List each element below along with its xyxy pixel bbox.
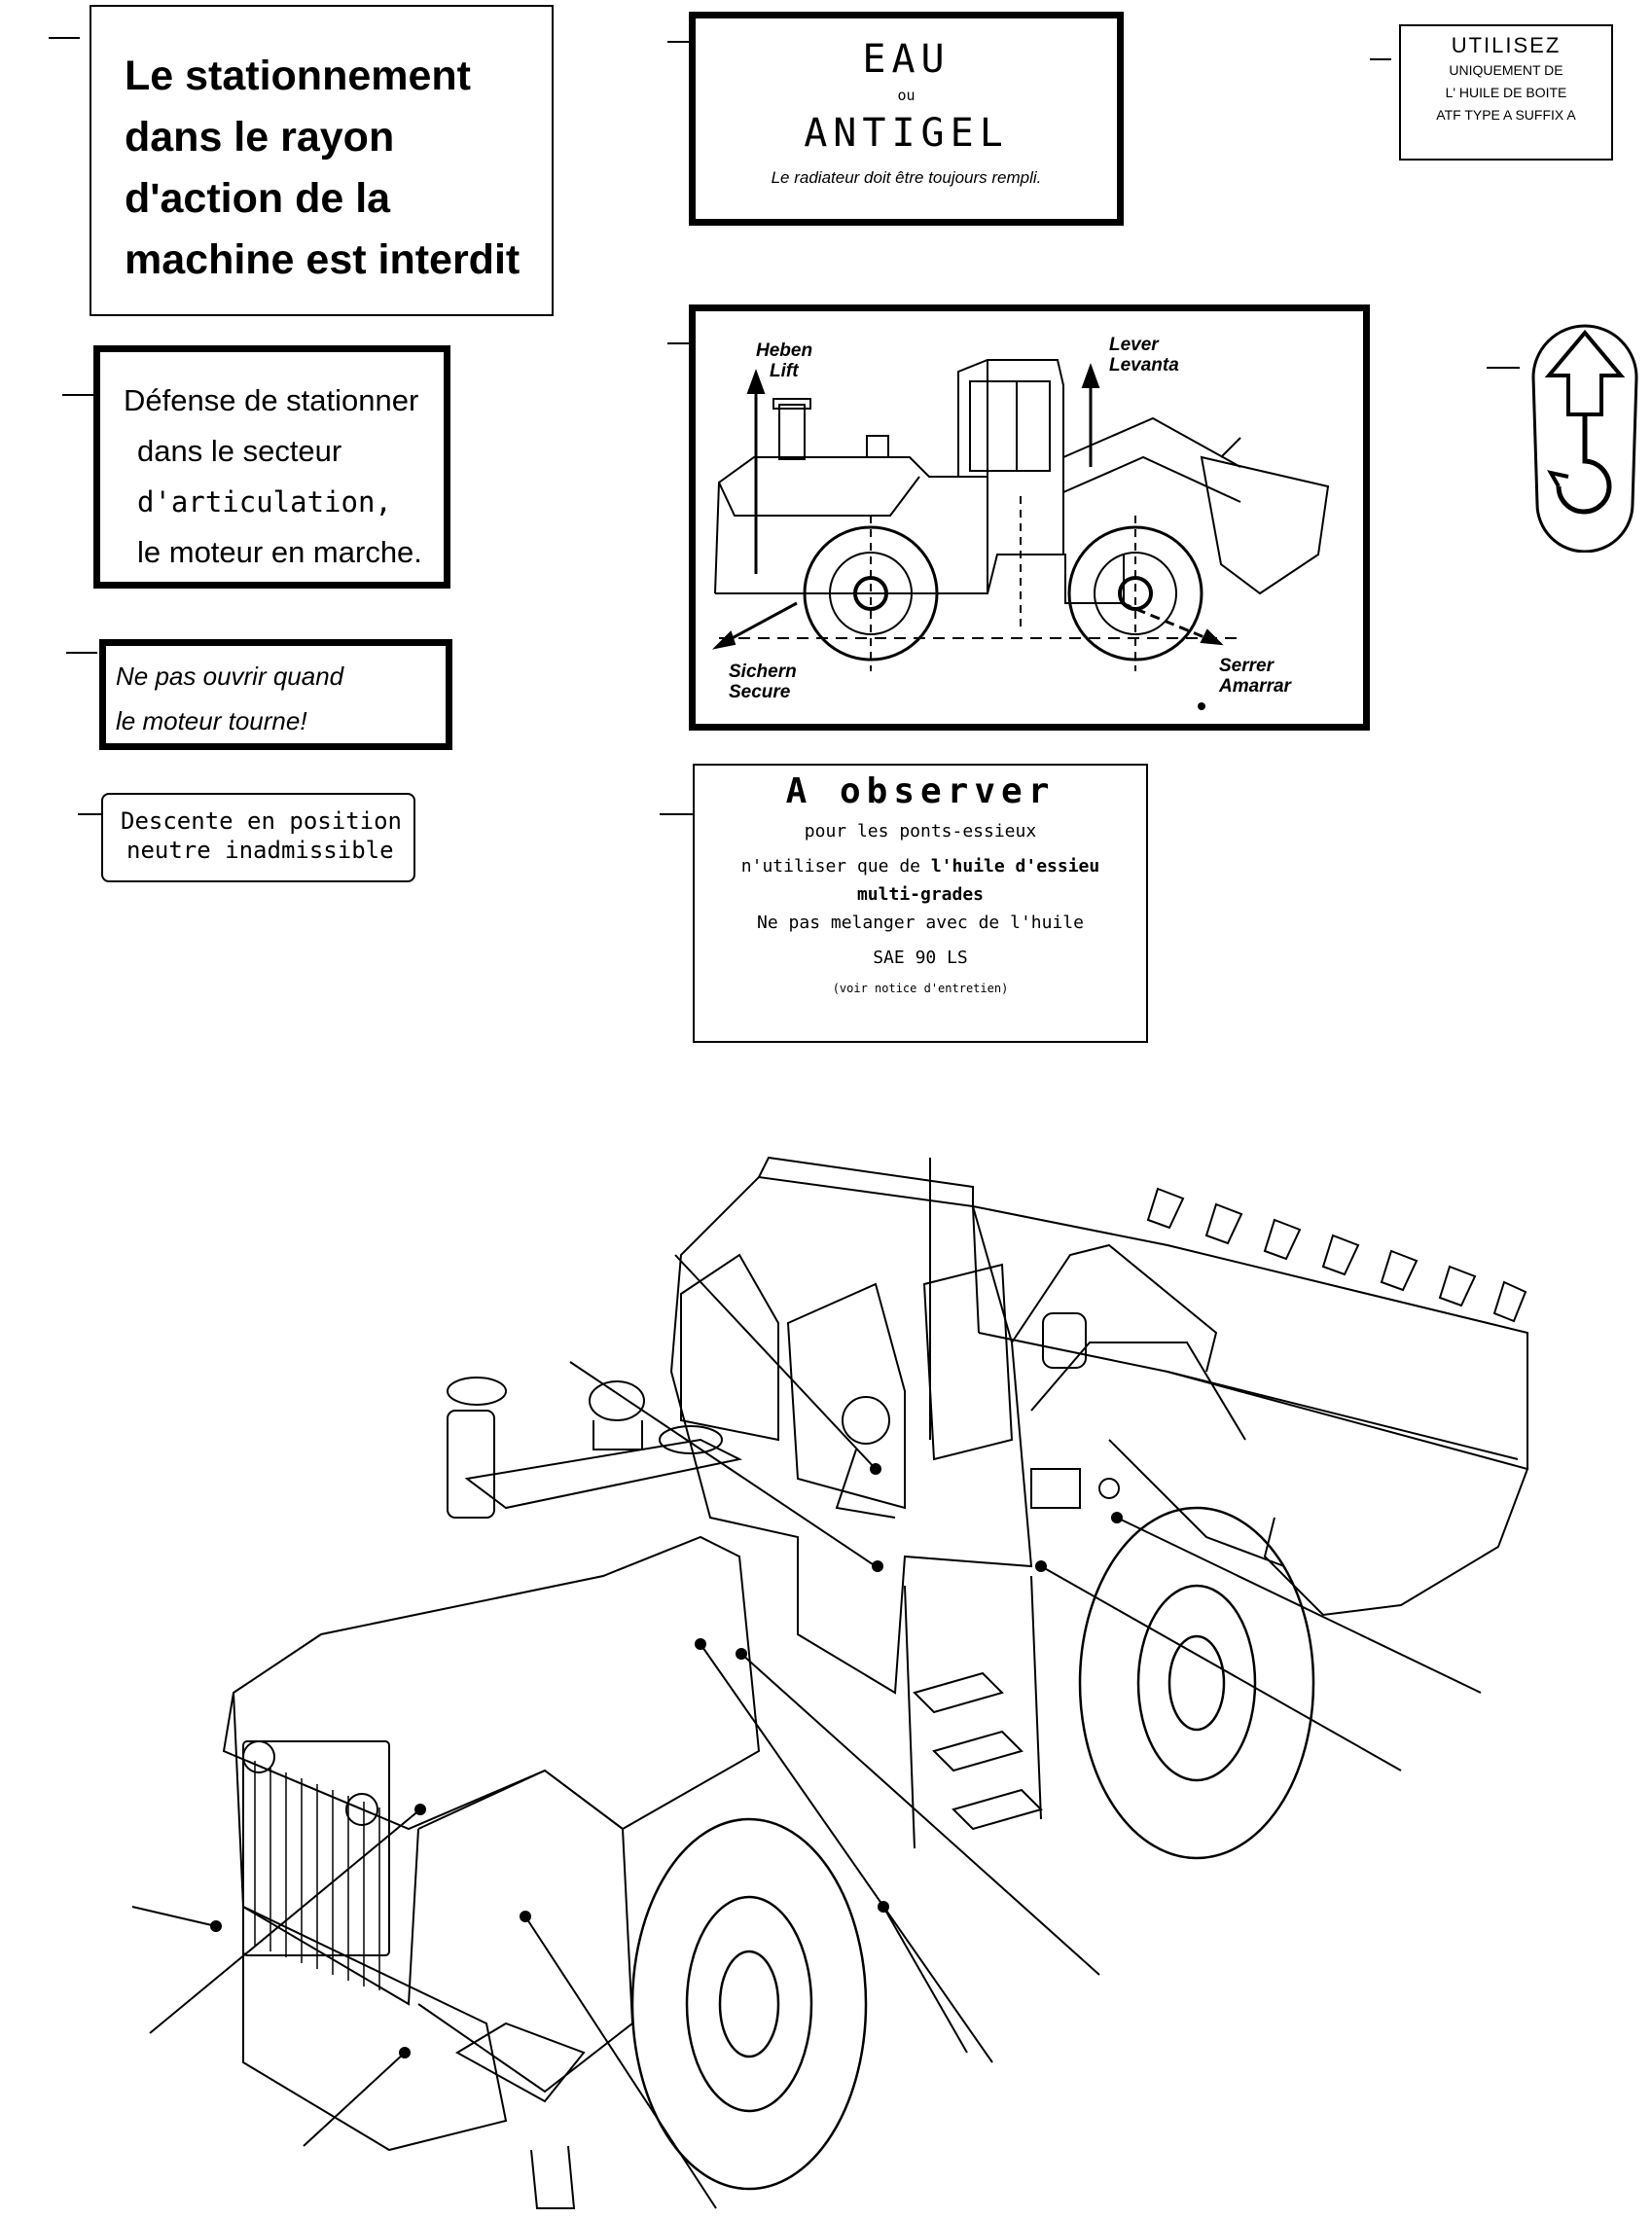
water-line-3: ANTIGEL — [804, 111, 1009, 156]
leader-tick — [1370, 58, 1391, 60]
atf-line-2: UNIQUEMENT DE — [1449, 62, 1563, 78]
label-lifting-points: Heben Lift Lever Levanta Sichern Secure … — [689, 304, 1370, 731]
label-line: machine est interdit — [125, 236, 521, 283]
leader-tick — [660, 813, 693, 815]
lift-bottom-left: Sichern Secure — [729, 662, 797, 702]
leader-tick — [62, 394, 93, 396]
label-water-antifreeze: EAU ou ANTIGEL Le radiateur doit être to… — [689, 12, 1124, 226]
label-line: Ne pas ouvrir quand — [116, 662, 344, 691]
lift-top-right: Lever Levanta — [1109, 335, 1179, 376]
leader-tick — [49, 37, 80, 39]
lift-text: Secure — [729, 682, 791, 702]
atf-line-4: ATF TYPE A SUFFIX A — [1436, 107, 1576, 123]
lift-text: Heben — [756, 340, 813, 361]
water-line-1: EAU — [862, 37, 951, 82]
label-line: dans le rayon — [125, 114, 395, 161]
label-line: le moteur en marche. — [137, 535, 422, 569]
label-do-not-open: Ne pas ouvrir quand le moteur tourne! — [99, 639, 452, 750]
axle-line-3: multi-grades — [856, 884, 985, 905]
lift-text: Lever — [1109, 335, 1159, 355]
water-line-2: ou — [897, 87, 916, 104]
label-line: d'action de la — [125, 175, 391, 222]
axle-line-1: pour les ponts-essieux — [804, 821, 1037, 841]
lift-text: Levanta — [1109, 355, 1179, 376]
lift-text: Serrer — [1219, 656, 1274, 676]
leader-tick — [667, 41, 689, 43]
lift-text: Amarrar — [1219, 676, 1291, 697]
water-note: Le radiateur doit être toujours rempli. — [771, 168, 1042, 187]
label-articulation-zone: Défense de stationner dans le secteur d'… — [93, 345, 450, 589]
label-line: le moteur tourne! — [116, 706, 307, 735]
lift-text: Lift — [770, 361, 799, 381]
label-parking-forbidden: Le stationnement dans le rayon d'action … — [90, 5, 554, 316]
axle-line-5: SAE 90 LS — [873, 948, 968, 968]
axle-line-2a: n'utiliser que de — [740, 856, 931, 877]
atf-line-1: UTILISEZ — [1451, 33, 1562, 57]
axle-line-6: (voir notice d'entretien) — [832, 982, 1009, 995]
label-line: Descente en position — [121, 807, 402, 835]
loader-side-view-icon — [711, 359, 1330, 710]
label-line: neutre inadmissible — [126, 837, 394, 864]
axle-line-2b: l'huile d'essieu — [930, 856, 1100, 877]
lift-bottom-right: Serrer Amarrar — [1219, 656, 1291, 697]
leader-tick — [667, 342, 689, 344]
atf-line-3: L' HUILE DE BOITE — [1445, 85, 1567, 100]
lift-top-left: Heben Lift — [756, 340, 812, 381]
label-axle-oil: A observer pour les ponts-essieux n'util… — [693, 764, 1148, 1043]
axle-line-4: Ne pas melanger avec de l'huile — [757, 913, 1084, 933]
leader-tick — [1487, 367, 1520, 369]
label-descent-neutral: Descente en position neutre inadmissible — [101, 793, 415, 882]
leader-tick — [66, 652, 97, 654]
axle-title: A observer — [785, 771, 1056, 811]
label-line: d'articulation, — [137, 485, 392, 519]
label-line: Le stationnement — [125, 53, 471, 99]
label-line: dans le secteur — [137, 434, 342, 468]
lift-text: Sichern — [729, 662, 797, 682]
label-line: Défense de stationner — [124, 383, 419, 417]
label-atf-oil: UTILISEZ UNIQUEMENT DE L' HUILE DE BOITE… — [1399, 24, 1613, 161]
axle-line-2: n'utiliser que de l'huile d'essieu — [695, 849, 1146, 884]
hook-lift-icon — [1531, 324, 1638, 553]
leader-tick — [78, 813, 109, 815]
wheel-loader-drawing — [131, 1156, 1529, 2209]
